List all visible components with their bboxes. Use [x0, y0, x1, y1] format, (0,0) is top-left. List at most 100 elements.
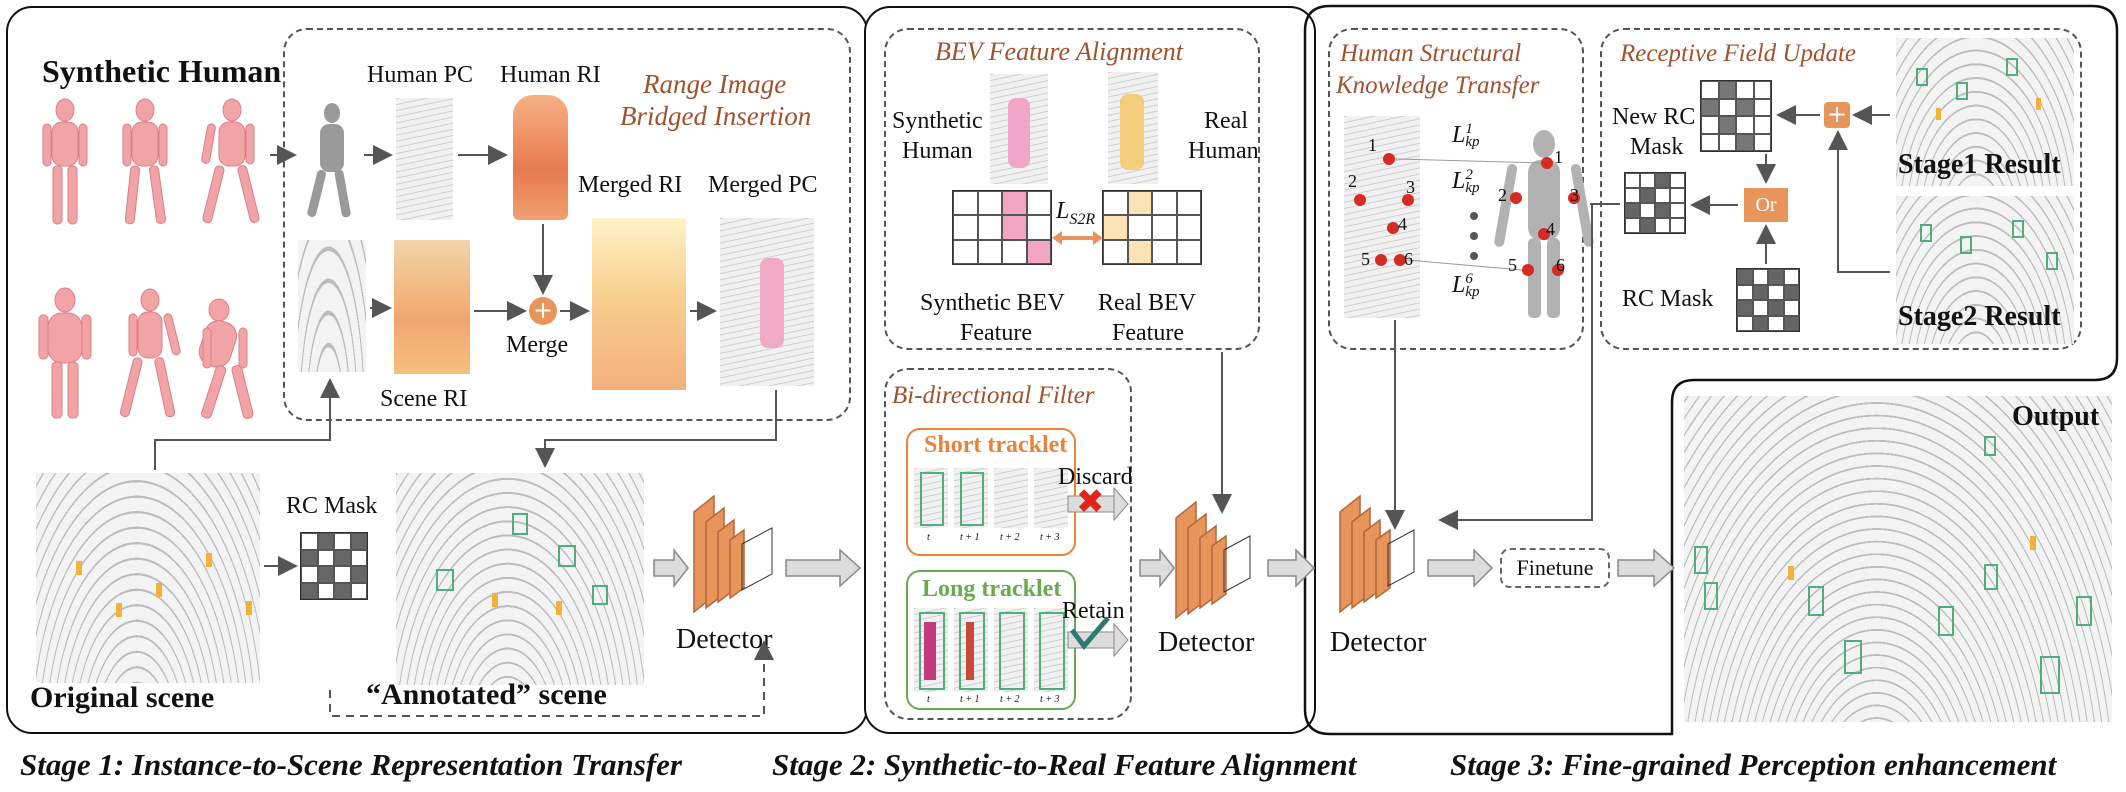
grid-cell [1152, 239, 1177, 264]
grid-cell [1737, 300, 1753, 316]
grid-cell [350, 566, 367, 583]
output-image [1684, 396, 2112, 722]
kp-label-1-left: 1 [1368, 135, 1377, 155]
annotated-scene-image [396, 473, 644, 685]
grid-cell [1768, 269, 1784, 285]
real-human-line2: Human [1188, 138, 1259, 164]
grid-cell [1783, 315, 1799, 331]
grid-cell [953, 239, 978, 264]
grid-cell [1718, 98, 1736, 116]
grid-cell [1002, 215, 1027, 240]
grid-cell [1736, 81, 1754, 99]
grid-cell [1640, 173, 1655, 188]
synthetic-bev-line1: Synthetic BEV [920, 290, 1065, 316]
grid-cell [1103, 239, 1128, 264]
grid-cell [1640, 203, 1655, 218]
rc-mask-grid-stage3 [1736, 268, 1800, 332]
grid-cell [1701, 98, 1719, 116]
grid-cell [1783, 269, 1799, 285]
grid-cell [1753, 133, 1771, 151]
grid-cell [1752, 315, 1768, 331]
grid-cell [1655, 188, 1670, 203]
grid-cell [1701, 133, 1719, 151]
stage1-result-image [1896, 38, 2074, 186]
grid-cell [1152, 191, 1177, 216]
grid-cell [977, 239, 1002, 264]
grid-cell [1176, 191, 1201, 216]
finetune-box: Finetune [1500, 548, 1610, 588]
grid-cell [1625, 218, 1640, 233]
grid-cell [1625, 173, 1640, 188]
grid-cell [1176, 239, 1201, 264]
rc-mask-label-stage3: RC Mask [1622, 286, 1714, 312]
stage3-caption: Stage 3: Fine-grained Perception enhance… [1450, 747, 2057, 782]
discard-x-icon: ✖ [1076, 482, 1105, 522]
grid-cell [1625, 188, 1640, 203]
grid-cell [1737, 284, 1753, 300]
annotated-scene-label: “Annotated” scene [366, 678, 607, 711]
grid-cell [1625, 203, 1640, 218]
stage1-result-label: Stage1 Result [1898, 149, 2061, 180]
grid-cell [1152, 215, 1177, 240]
grid-cell [1768, 284, 1784, 300]
kp-label-3-left: 3 [1406, 177, 1415, 197]
grid-cell [334, 582, 351, 599]
human-pc-label: Human PC [367, 62, 474, 88]
grid-cell [350, 533, 367, 550]
grid-cell [1026, 191, 1051, 216]
real-bev-line1: Real BEV [1098, 290, 1196, 316]
grid-cell [1655, 203, 1670, 218]
grid-cell [1701, 116, 1719, 134]
stage2-caption: Stage 2: Synthetic-to-Real Feature Align… [772, 747, 1357, 782]
grid-cell [1670, 173, 1685, 188]
grid-cell [1752, 269, 1768, 285]
range-image-title-line2: Bridged Insertion [620, 101, 812, 131]
human-pc-image [396, 98, 453, 220]
transfer-title-line1: Human Structural [1340, 40, 1522, 67]
merged-ri-label: Merged RI [578, 172, 683, 198]
new-rc-mask-grid [1624, 172, 1686, 234]
grid-cell [334, 549, 351, 566]
grid-cell [1670, 188, 1685, 203]
retain-label: Retain [1062, 598, 1125, 624]
kp-label-2-right: 2 [1498, 185, 1507, 205]
receptive-field-group [1600, 28, 2082, 350]
receptive-top-grid [1700, 80, 1772, 152]
grid-cell [1103, 191, 1128, 216]
range-image-insertion-group [283, 28, 851, 421]
grid-cell [317, 566, 334, 583]
long-frame-t3: t + 3 [1040, 694, 1060, 705]
synthetic-bev-grid [952, 190, 1052, 265]
original-scene-image [36, 473, 260, 683]
synthetic-bev-line2: Feature [960, 320, 1032, 346]
grid-cell [977, 215, 1002, 240]
rc-mask-label-stage1: RC Mask [286, 493, 378, 519]
range-image-title-line1: Range Image [643, 69, 787, 99]
grid-cell [1026, 215, 1051, 240]
kp-label-2-left: 2 [1348, 171, 1357, 191]
grid-cell [1718, 133, 1736, 151]
merge-label: Merge [506, 332, 569, 358]
grid-cell [301, 582, 318, 599]
short-tracklet-label: Short tracklet [924, 432, 1068, 458]
scene-pc-image [298, 240, 366, 372]
detector-label-stage2: Detector [1158, 627, 1255, 658]
grid-cell [317, 549, 334, 566]
real-bev-line2: Feature [1112, 320, 1184, 346]
detector-label-stage3: Detector [1330, 627, 1427, 658]
grid-cell [1718, 81, 1736, 99]
grid-cell [1026, 239, 1051, 264]
scene-ri-image [394, 240, 470, 374]
grid-cell [1736, 98, 1754, 116]
stage1-caption: Stage 1: Instance-to-Scene Representatio… [20, 747, 682, 782]
grid-cell [301, 566, 318, 583]
grid-cell [334, 533, 351, 550]
kp-label-6-left: 6 [1404, 249, 1413, 269]
bidirectional-filter-group [884, 368, 1132, 720]
grid-cell [1753, 116, 1771, 134]
human-ri-label: Human RI [500, 62, 601, 88]
grid-cell [1640, 188, 1655, 203]
